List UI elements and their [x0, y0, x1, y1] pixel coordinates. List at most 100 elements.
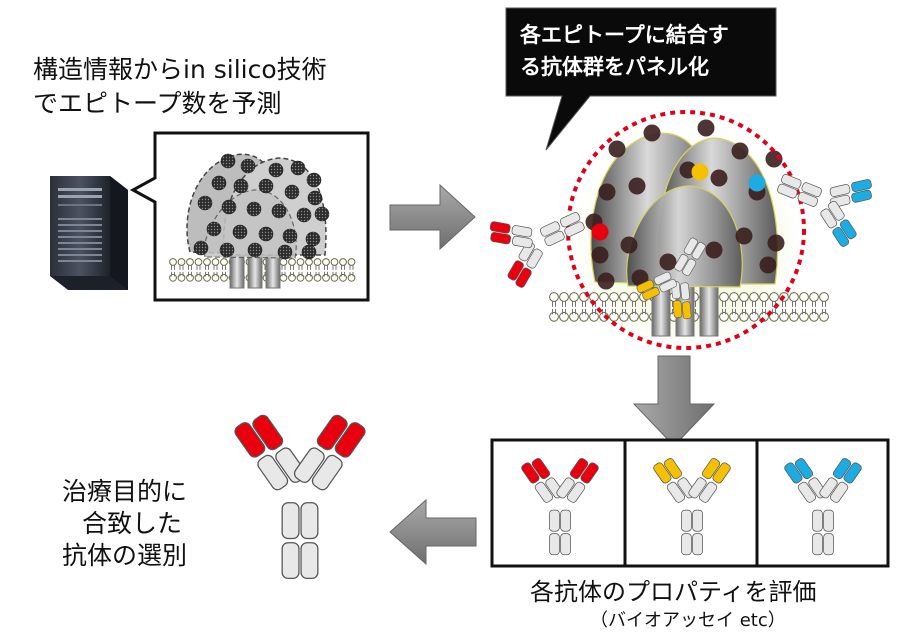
epitope-dot [247, 242, 263, 258]
lipid-head [549, 292, 559, 302]
epitope-dot [598, 183, 616, 201]
panel-callout-bubble: 各エピトープに結合す る抗体群をパネル化 [505, 7, 777, 151]
epitope-dot [268, 162, 284, 178]
bound-antibodies [489, 174, 872, 320]
antibody-variable-segment [490, 232, 512, 245]
lipid-head [799, 311, 809, 322]
epitope-dot [220, 153, 236, 169]
epitope-dot-sky [748, 174, 766, 192]
lipid-head [203, 273, 211, 282]
antibody-constant-segment [820, 208, 838, 229]
antibody-icon-gold [653, 458, 731, 556]
antibody-variable-segment [569, 458, 589, 480]
epitope-dot [608, 140, 626, 158]
epitope-dot [284, 184, 300, 200]
lipid-head [313, 258, 322, 266]
lipid-tail [290, 265, 294, 277]
antibody-variable-segment [334, 422, 366, 458]
antibody-constant-segment [293, 447, 325, 483]
antibody-variable-segment [531, 458, 551, 480]
epitope-dot [219, 242, 235, 258]
lipid-head [639, 311, 649, 322]
selection-text-line2: 合致した [82, 509, 182, 538]
antibody-icon-selected [234, 414, 366, 580]
antibody-fc-segment [681, 509, 692, 532]
lipid-head [330, 273, 339, 282]
antibody-right-arm [819, 458, 862, 503]
lipid-head [589, 292, 599, 302]
epitope-dot [193, 240, 209, 256]
lipid-tail [196, 265, 201, 277]
antibody-right-arm [293, 414, 366, 491]
lipid-head [749, 292, 759, 302]
epitope-dot [705, 241, 723, 259]
lipid-head [599, 292, 609, 302]
predicted-epitope-protein [169, 153, 356, 289]
lipid-tail [205, 265, 209, 277]
antibody-constant-segment [512, 235, 533, 249]
bubble-text-line1: 各エピトープに結合す [519, 23, 729, 47]
epitope-dot [591, 246, 609, 264]
epitope-dot [221, 199, 237, 215]
epitope-dot [307, 190, 323, 206]
antibody-fc-segment [549, 509, 560, 532]
lipid-tail [179, 265, 184, 277]
lipid-head [220, 258, 228, 266]
epitope-dot [305, 231, 321, 247]
epitope-dot [246, 201, 262, 217]
antibody-variable-segment [507, 260, 524, 281]
antibody-constant-segment [653, 271, 672, 285]
antibody-constant-segment [257, 454, 289, 491]
server-tower-icon [50, 176, 128, 290]
antibody-fc-segment [683, 237, 698, 255]
lipid-head [296, 258, 305, 266]
panel-antibodies [521, 458, 862, 556]
lipid-head [779, 311, 789, 322]
lipid-head [347, 273, 356, 282]
lipid-tail [612, 301, 616, 315]
antibody-right-arm [688, 458, 731, 503]
lipid-tail [762, 301, 766, 315]
prediction-text-line2: でエピトープ数を予測 [33, 89, 282, 118]
epitope-dot [277, 244, 293, 260]
antibody-right-arm [636, 271, 677, 301]
antibody-variable-segment [712, 462, 731, 484]
antibody-constant-segment [827, 200, 845, 221]
lipid-tail [602, 301, 606, 315]
arrow-down-icon [632, 355, 716, 447]
antibody-fc-segment [674, 254, 689, 272]
antibody-constant-segment [680, 282, 690, 301]
antibody-right-arm [820, 200, 857, 247]
antibody-property-panels [490, 438, 890, 568]
lipid-tail [572, 301, 576, 315]
lipid-tail [213, 265, 218, 277]
antibody-variable-segment [316, 414, 348, 451]
lipid-head [819, 311, 829, 322]
epitope-dot [197, 195, 213, 211]
antibody-fc-segment [544, 230, 565, 247]
antibody-variable-segment [642, 287, 660, 301]
lipid-head [347, 258, 356, 266]
lipid-head [296, 273, 305, 282]
epitope-dot [731, 142, 749, 160]
lipid-tail [792, 301, 796, 315]
lipid-head [569, 292, 579, 302]
epitope-dot [314, 206, 330, 222]
antibody-right-arm [489, 221, 533, 249]
antibody-variable-segment [784, 462, 803, 484]
antibody-variable-segment [681, 301, 692, 320]
antibody-constant-segment [311, 454, 343, 491]
antibody-fc-segment [812, 509, 823, 532]
antibody-fc-segment [682, 258, 697, 276]
antibody-variable-segment [794, 458, 814, 480]
lipid-tail [642, 301, 646, 315]
epitope-dot [710, 169, 728, 187]
lipid-head [177, 273, 186, 282]
lipid-head [339, 273, 347, 282]
lipid-tail [324, 265, 328, 277]
antibody-variable-segment [851, 179, 872, 192]
epitope-dot [290, 160, 306, 176]
antibody-constant-segment [698, 481, 718, 503]
antibody-constant-segment [797, 481, 817, 503]
